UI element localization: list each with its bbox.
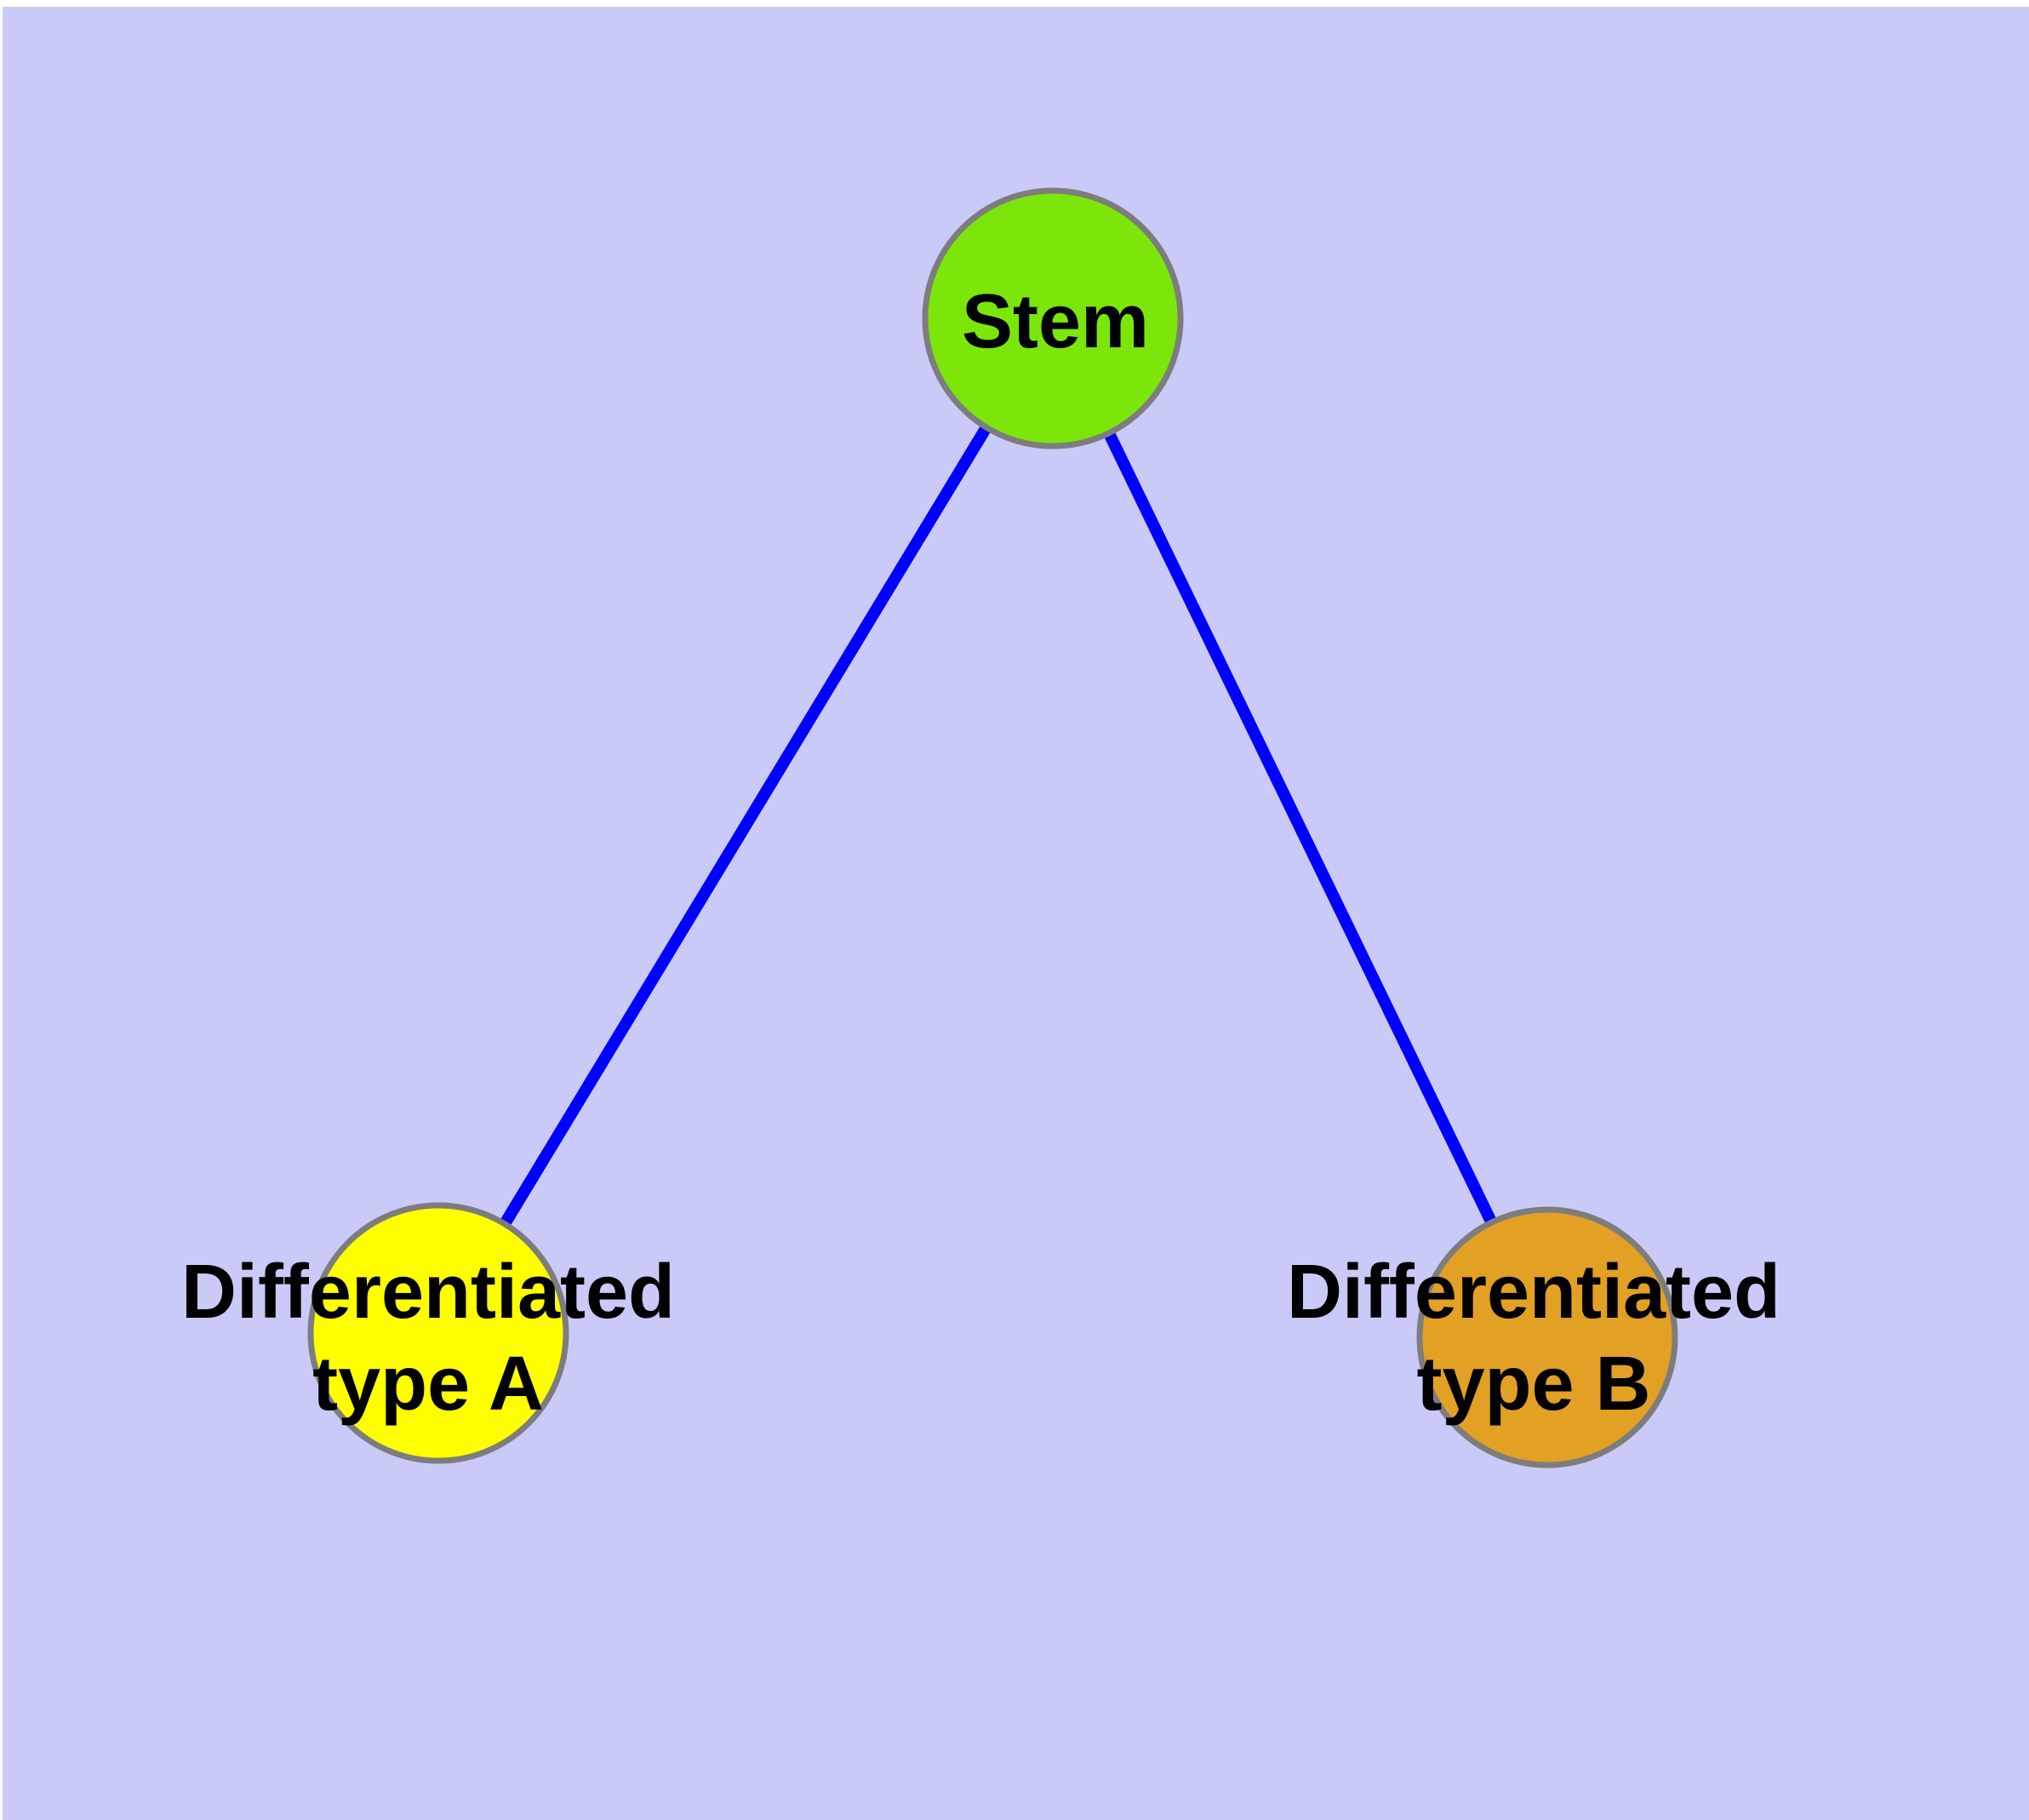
node-differentiated-type-a-circle — [307, 1202, 569, 1464]
node-stem: Stem — [922, 187, 1184, 449]
node-differentiated-type-a-label-line1: Differentiated — [181, 1250, 675, 1335]
node-differentiated-type-b-label-line2: type B — [1416, 1342, 1650, 1427]
edge-stem-to-type-a — [500, 424, 992, 1226]
edge-stem-to-type-b — [1103, 430, 1497, 1225]
node-stem-circle — [922, 187, 1184, 449]
node-differentiated-type-a: Differentiated type A — [181, 1202, 675, 1464]
node-differentiated-type-b-label-line1: Differentiated — [1287, 1250, 1780, 1335]
node-differentiated-type-b: Differentiated type B — [1287, 1206, 1780, 1468]
node-differentiated-type-b-circle — [1416, 1206, 1678, 1468]
node-differentiated-type-a-label-line2: type A — [312, 1342, 544, 1427]
node-stem-label: Stem — [962, 279, 1149, 364]
